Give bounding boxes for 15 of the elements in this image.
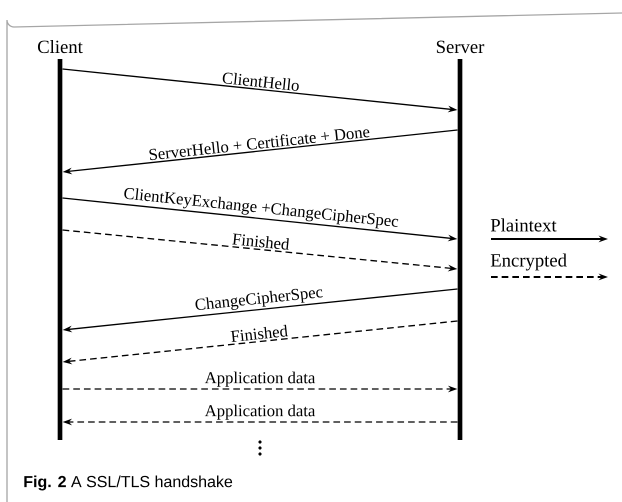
- figure-caption: Fig. 2 A SSL/TLS handshake: [24, 476, 232, 490]
- edge-label: ServerHello + Certificate + Done: [149, 129, 370, 160]
- edge-label: Finished: [230, 324, 288, 342]
- node-label: Client: [38, 40, 83, 54]
- edge-label: Application data: [204, 404, 316, 420]
- legend-label: Plaintext: [490, 218, 557, 232]
- lifeline: Client: [38, 40, 83, 440]
- node-label: Server: [436, 40, 484, 54]
- edge-label: ClientHello: [222, 72, 299, 91]
- edge-label: Application data: [204, 372, 316, 387]
- legend-label: Encrypted: [490, 254, 567, 270]
- lifeline: Server: [436, 40, 484, 440]
- edge-label: ChangeCipherSpec: [196, 288, 323, 310]
- edge-label: ClientKeyExchange +ChangeCipherSpec: [124, 188, 398, 228]
- edge-label: Finished: [232, 233, 289, 250]
